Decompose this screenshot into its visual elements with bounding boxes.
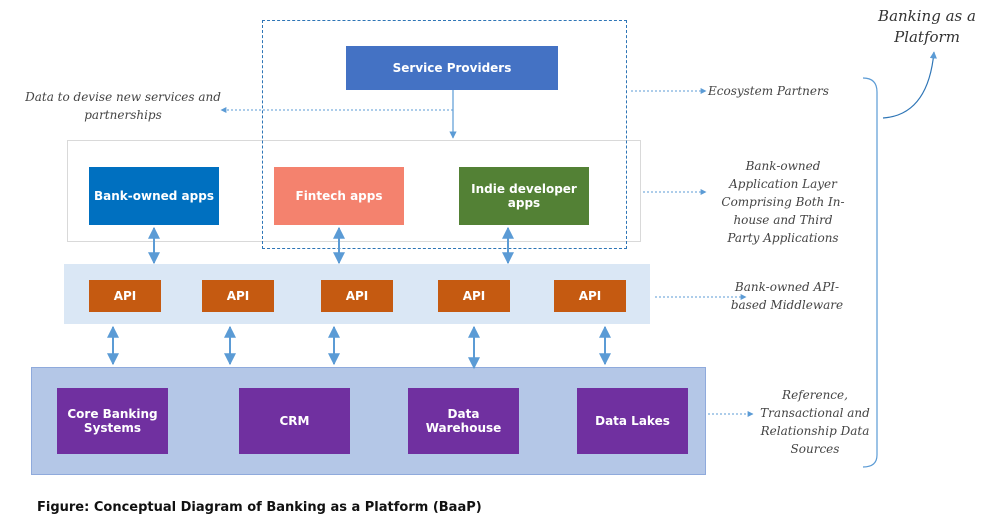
api-box: API — [554, 280, 626, 312]
core-banking-systems-box: Core Banking Systems — [57, 388, 168, 454]
data-note: Data to devise new services and partners… — [25, 90, 221, 122]
data-warehouse-box: Data Warehouse — [408, 388, 519, 454]
crm-box: CRM — [239, 388, 350, 454]
data-sources-note: Reference, Transactional and Relationshi… — [760, 388, 870, 456]
api-box: API — [89, 280, 161, 312]
ecosystem-dashed-region — [262, 20, 627, 249]
api-box: API — [438, 280, 510, 312]
figure-caption: Figure: Conceptual Diagram of Banking as… — [37, 500, 482, 515]
fintech-apps-box: Fintech apps — [274, 167, 404, 225]
application-layer-note: Bank-owned Application Layer Comprising … — [721, 159, 845, 245]
bank-owned-apps-box: Bank-owned apps — [89, 167, 219, 225]
indie-developer-apps-box: Indie developer apps — [459, 167, 589, 225]
banking-platform-title: Banking as a Platform — [878, 7, 976, 46]
middleware-note: Bank-owned API- based Middleware — [730, 280, 844, 312]
api-box: API — [321, 280, 393, 312]
api-box: API — [202, 280, 274, 312]
data-lakes-box: Data Lakes — [577, 388, 688, 454]
service-providers-box: Service Providers — [346, 46, 558, 90]
ecosystem-partners-note: Ecosystem Partners — [708, 84, 829, 98]
